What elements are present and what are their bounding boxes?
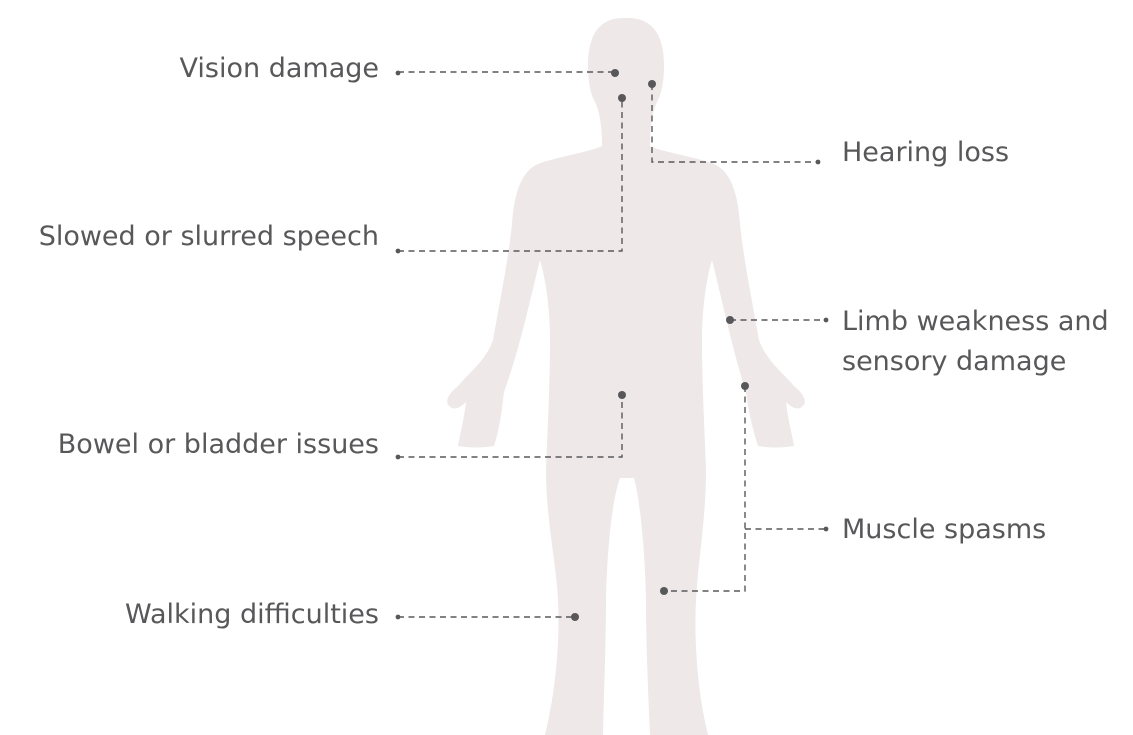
leader-dot-walking-body [571,613,579,621]
leader-dot-walking-label [396,615,401,620]
leader-line-hearing [652,84,818,162]
leader-dot-speech-body [618,94,626,102]
human-figure-icon [447,18,805,735]
leader-dot-spasms-leg [660,587,668,595]
human-body-silhouette [447,18,805,735]
leader-dot-vision-label [396,71,401,76]
leader-dot-bowel-label [396,455,401,460]
leader-dot-limb-label [824,318,829,323]
leader-dot-limb-body [726,316,734,324]
label-limb-weakness: Limb weakness and sensory damage [842,302,1109,382]
label-vision-damage: Vision damage [180,51,379,87]
leader-dot-spasms-label [824,527,829,532]
label-limb-weakness-line2: sensory damage [842,342,1109,382]
leader-dot-spasms-arm [741,382,749,390]
leader-dot-hearing-label [816,160,821,165]
label-slowed-speech: Slowed or slurred speech [39,219,379,255]
leader-dot-bowel-body [618,391,626,399]
leader-dot-vision-body [611,69,619,77]
label-limb-weakness-line1: Limb weakness and [842,302,1109,342]
label-walking-difficulties: Walking difficulties [125,597,379,633]
label-hearing-loss: Hearing loss [842,135,1009,171]
label-bowel-bladder: Bowel or bladder issues [58,427,379,463]
leader-dot-hearing-body [648,80,656,88]
label-muscle-spasms: Muscle spasms [842,512,1046,548]
leader-dot-speech-label [396,249,401,254]
